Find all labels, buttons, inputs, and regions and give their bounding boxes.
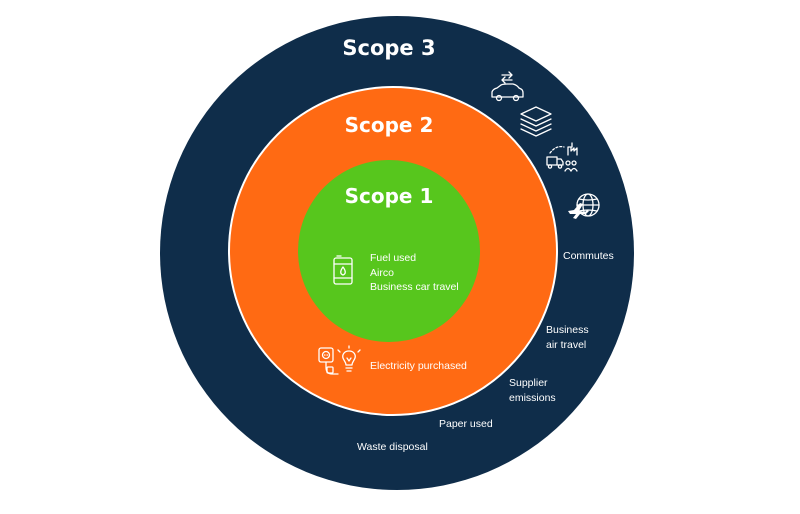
scope3-item-supplier-2: emissions bbox=[509, 392, 556, 404]
car-swap-icon bbox=[491, 71, 524, 102]
scope1-circle bbox=[298, 160, 480, 342]
plane-globe-icon bbox=[568, 193, 600, 219]
scope2-item-electricity: Electricity purchased bbox=[370, 360, 467, 372]
paper-stack-icon bbox=[520, 106, 552, 137]
scope1-item-car: Business car travel bbox=[370, 281, 459, 293]
scope3-item-commutes: Commutes bbox=[563, 250, 614, 262]
socket-plug-icon bbox=[318, 347, 339, 375]
scope1-item-airco: Airco bbox=[370, 267, 394, 279]
scope1-item-fuel: Fuel used bbox=[370, 252, 416, 264]
fuel-barrel-icon bbox=[333, 255, 353, 285]
scope3-item-supplier-1: Supplier bbox=[509, 377, 548, 389]
light-bulb-icon bbox=[337, 345, 361, 372]
scope3-item-waste: Waste disposal bbox=[357, 441, 428, 453]
scope3-item-paper: Paper used bbox=[439, 418, 493, 430]
scope3-item-business-air-1: Business bbox=[546, 324, 589, 336]
supply-chain-icon bbox=[546, 142, 578, 172]
scope2-title: Scope 2 bbox=[345, 113, 434, 137]
scope3-item-business-air-2: air travel bbox=[546, 339, 586, 351]
scope3-title: Scope 3 bbox=[342, 36, 435, 60]
scope1-title: Scope 1 bbox=[345, 184, 434, 208]
